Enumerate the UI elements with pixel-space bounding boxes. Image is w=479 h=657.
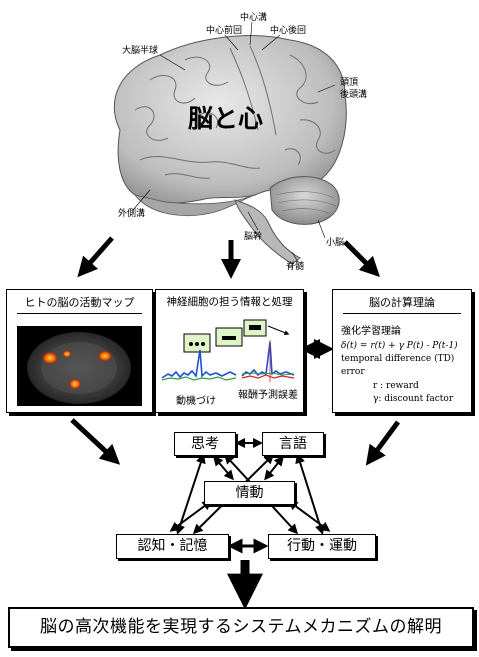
- label-lateral-sulcus: 外側溝: [118, 209, 146, 219]
- label-central-sulcus: 中心溝: [240, 13, 268, 23]
- caption-motivation: 動機づけ: [176, 396, 216, 407]
- brainstem-shape: [234, 199, 301, 265]
- activity-map-box: ヒトの脳の活動マップ: [6, 289, 153, 413]
- node-language: 言語: [262, 432, 324, 456]
- bottom-banner: 脳の高次機能を実現するシステムメカニズムの解明: [8, 607, 474, 648]
- arrow-left-to-thought: [70, 418, 121, 465]
- arrow-language-action: [295, 453, 325, 535]
- neuron-info-box: 神経細胞の担う情報と処理 動機づけ 報酬予測誤差: [155, 289, 304, 413]
- label-spinal-cord: 脊髄: [286, 262, 305, 272]
- node-thought: 思考: [174, 432, 236, 456]
- label-cerebrum: 大脳半球: [122, 46, 159, 56]
- neuron-info-title: 神経細胞の担う情報と処理: [166, 296, 293, 308]
- arrow-thought-cognition: [175, 453, 206, 535]
- arrow-language-emotion: [264, 455, 284, 481]
- td-line-2: error: [341, 367, 365, 377]
- cerebellum-shape: [269, 176, 340, 225]
- label-brainstem: 脳幹: [244, 232, 263, 242]
- bottom-banner-text: 脳の高次機能を実現するシステムメカニズムの解明: [40, 617, 442, 637]
- computational-theory-title: 脳の計算理論: [333, 294, 471, 314]
- label-occipital-sulcus: 後頭溝: [340, 90, 368, 100]
- rl-theory-label: 強化学習理論: [341, 326, 401, 337]
- neuron-recording-image: [161, 319, 295, 382]
- brain-illustration: [113, 21, 347, 265]
- arrow-emotion-action: [287, 500, 331, 532]
- caption-reward-prediction-error: 報酬予測誤差: [238, 390, 298, 401]
- brain-activity-image: [17, 326, 142, 406]
- arrow-emotion-cognition: [169, 500, 213, 532]
- computational-theory-box: 脳の計算理論 強化学習理論 δ(t) = r(t) + γ P(t) - P(t…: [332, 289, 472, 413]
- label-postcentral: 中心後回: [270, 26, 307, 36]
- td-equation: δ(t) = r(t) + γ P(t) - P(t-1): [341, 341, 458, 351]
- label-cerebellum: 小脳: [326, 238, 345, 248]
- node-action-motion: 行動・運動: [268, 534, 376, 559]
- reward-def: r : reward: [373, 381, 419, 391]
- label-parietal: 頭頂: [340, 78, 359, 88]
- node-cognition-memory: 認知・記憶: [116, 534, 229, 559]
- node-emotion: 情動: [204, 481, 295, 505]
- label-precentral: 中心前回: [206, 26, 243, 36]
- arrow-right-to-language: [365, 420, 401, 466]
- arrow-brain-right: [343, 240, 380, 277]
- activity-map-title: ヒトの脳の活動マップ: [7, 294, 152, 314]
- td-line-1: temporal difference (TD): [341, 354, 455, 364]
- brain-title: 脳と心: [188, 104, 264, 133]
- arrow-brain-left: [77, 236, 114, 278]
- discount-def: γ: discount factor: [373, 394, 454, 404]
